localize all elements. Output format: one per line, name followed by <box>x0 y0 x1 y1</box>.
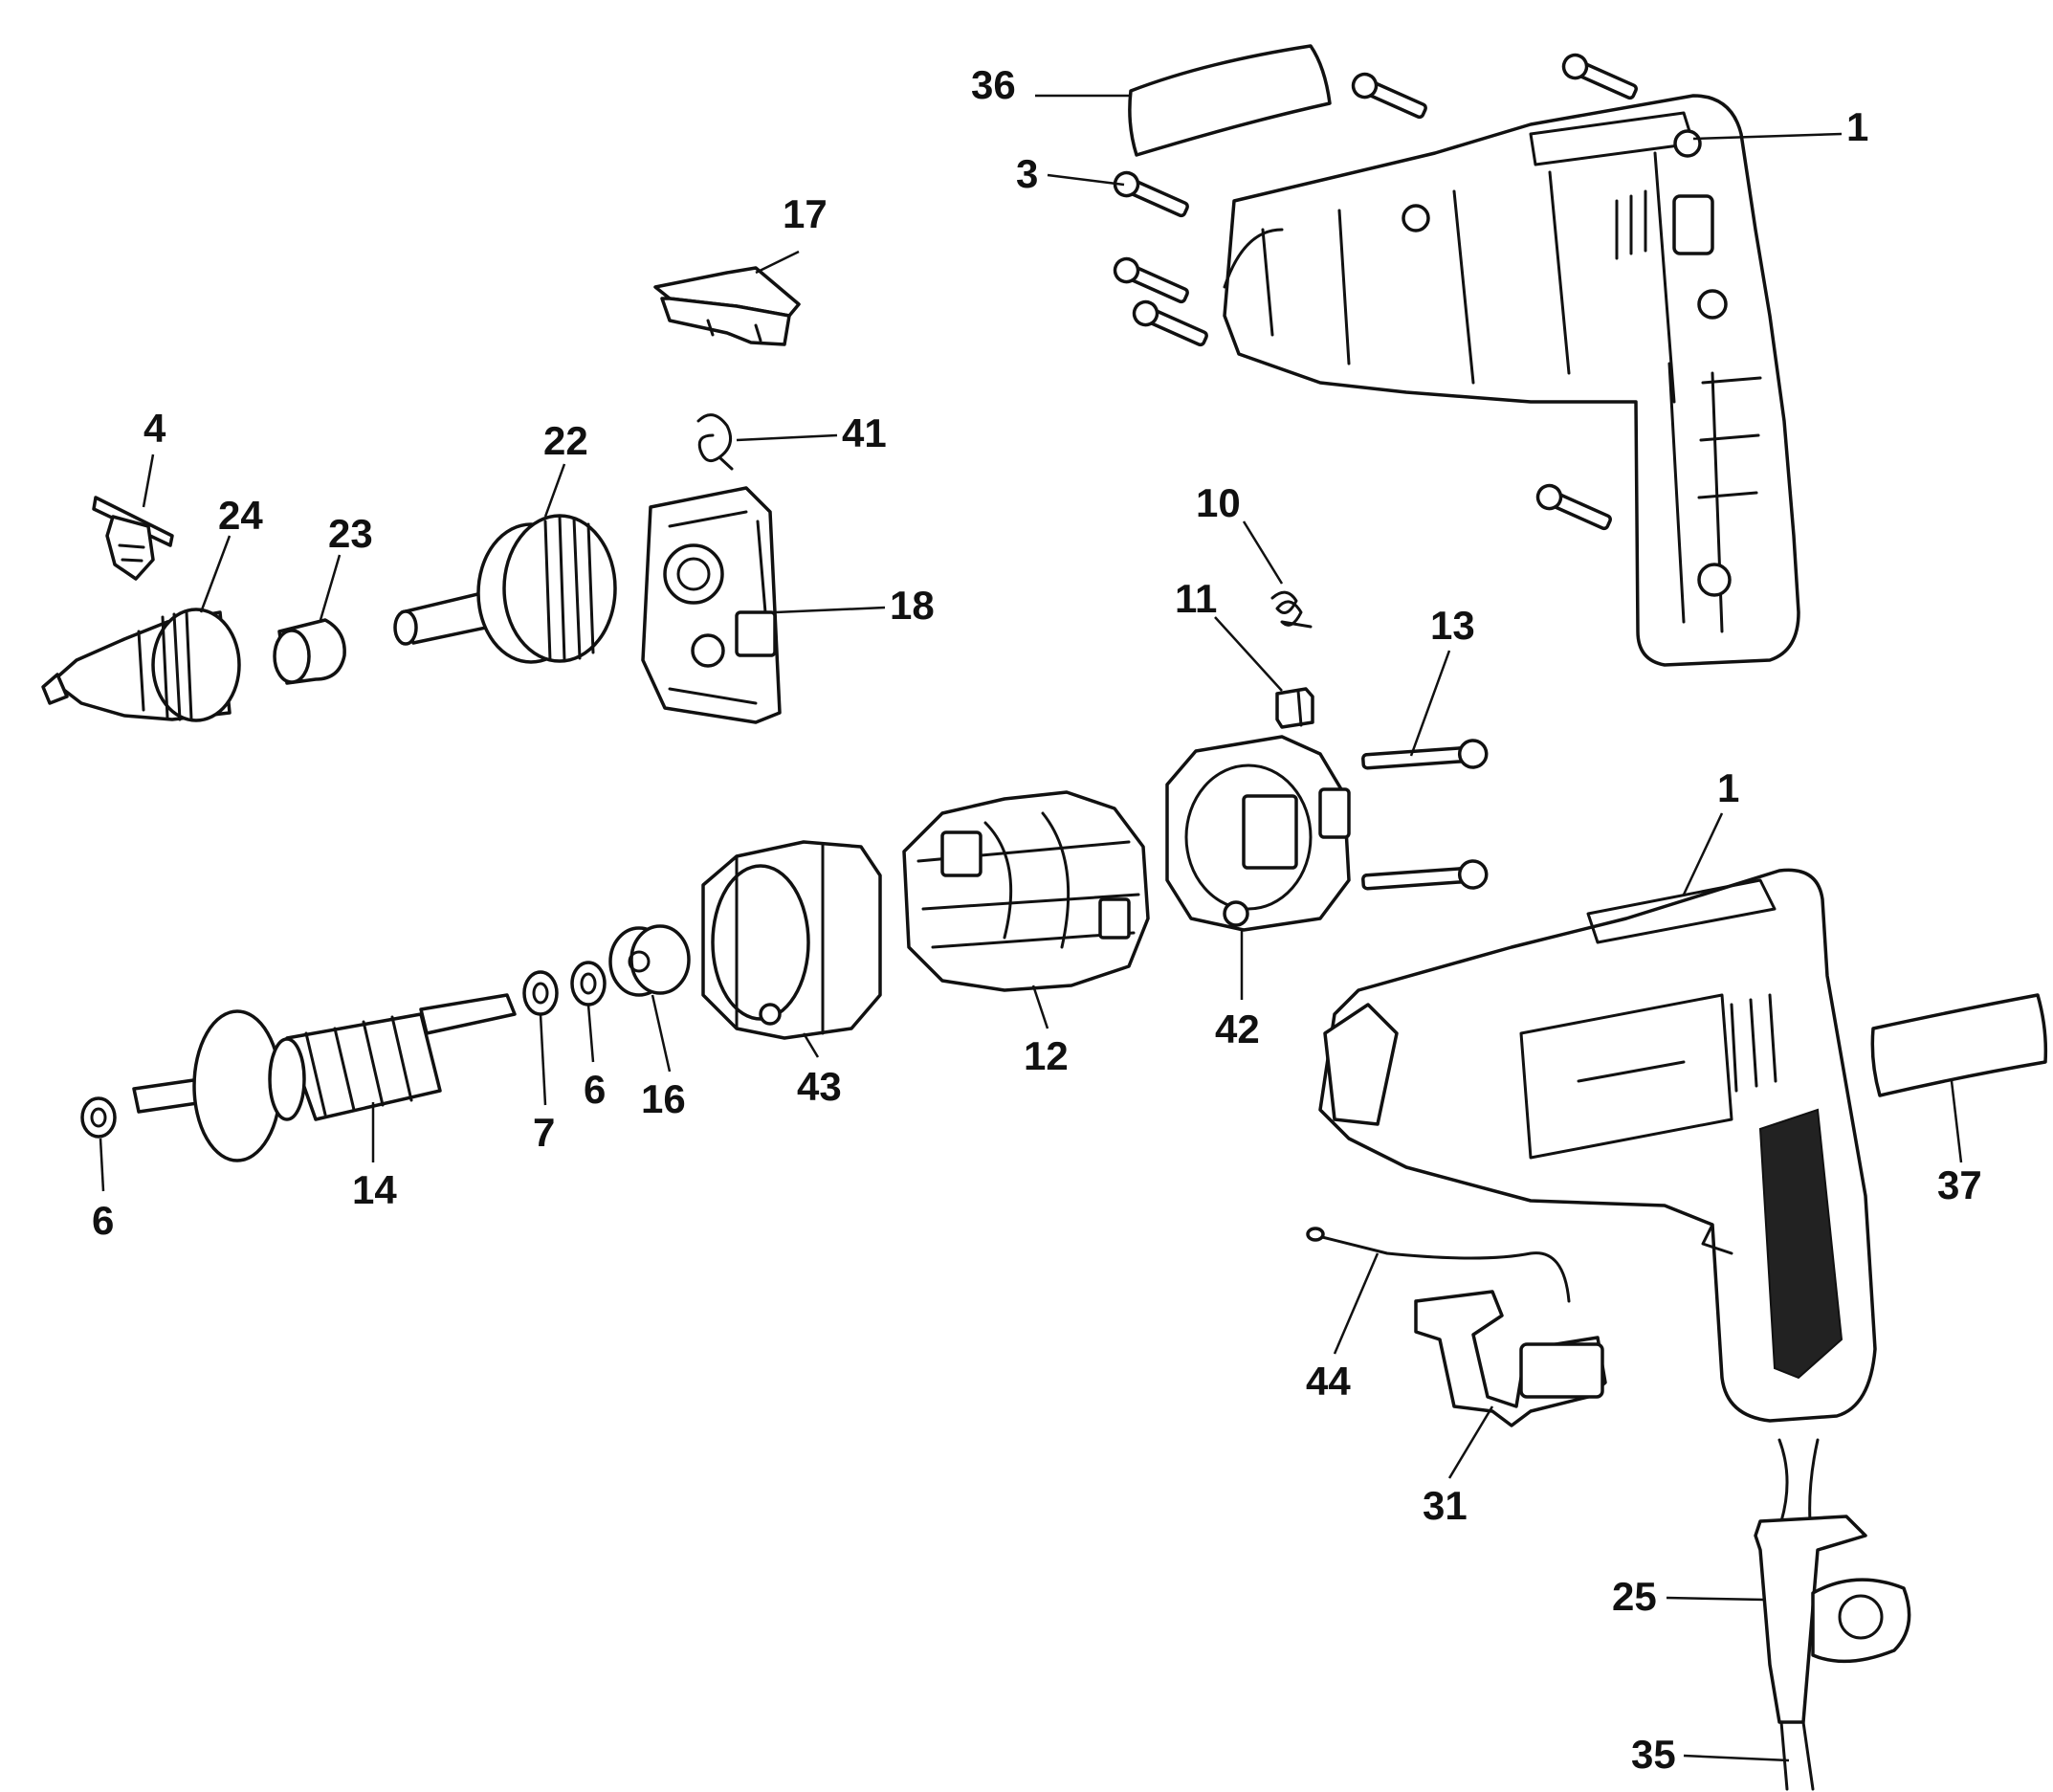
leader-11 <box>1214 616 1283 692</box>
callout-36: 36 <box>971 62 1016 107</box>
leader-4 <box>142 454 155 508</box>
callout-6-mid: 6 <box>584 1067 606 1112</box>
callout-14: 14 <box>352 1167 397 1212</box>
callout-12: 12 <box>1024 1033 1069 1078</box>
leader-41 <box>736 433 838 442</box>
callout-22: 22 <box>543 418 588 463</box>
leader-7 <box>539 1013 547 1106</box>
callout-18: 18 <box>890 583 935 628</box>
callout-3: 3 <box>1016 151 1038 196</box>
part-7-washer <box>522 970 559 1016</box>
callout-24: 24 <box>218 493 263 538</box>
leader-18 <box>774 606 886 614</box>
part-18-gear-plate <box>641 486 782 724</box>
part-12-field-stator <box>902 790 1150 992</box>
part-23-bearing-sleeve <box>273 618 346 685</box>
callout-4: 4 <box>143 406 166 451</box>
part-6-washer-left <box>80 1096 117 1139</box>
part-17-switch-slider <box>653 266 801 346</box>
part-10-spring <box>1270 590 1313 629</box>
leader-37 <box>1950 1080 1963 1163</box>
callout-35: 35 <box>1631 1732 1676 1777</box>
part-22-spindle-gear <box>393 514 617 664</box>
callout-17: 17 <box>783 191 828 236</box>
leader-1a <box>1692 132 1843 141</box>
callout-6-left: 6 <box>92 1198 114 1243</box>
callout-13: 13 <box>1430 603 1475 648</box>
callout-42: 42 <box>1215 1007 1260 1051</box>
part-6-washer-right <box>570 961 607 1007</box>
screws <box>1113 53 1638 531</box>
leader-lines <box>99 94 1963 1762</box>
callout-37: 37 <box>1937 1162 1982 1207</box>
callout-23: 23 <box>328 511 373 556</box>
callout-7: 7 <box>533 1110 555 1155</box>
leader-35 <box>1683 1754 1790 1762</box>
callout-25: 25 <box>1612 1574 1657 1619</box>
callout-44: 44 <box>1306 1359 1351 1404</box>
callout-1-bottom: 1 <box>1717 765 1739 810</box>
part-24-chuck <box>41 608 241 722</box>
part-1-housing-half-left <box>1223 94 1800 667</box>
leader-16 <box>651 994 672 1073</box>
leader-17 <box>755 250 800 275</box>
callout-11: 11 <box>1175 576 1217 621</box>
part-36-label <box>1128 44 1332 157</box>
part-4-chuck-key <box>92 496 174 581</box>
callout-10: 10 <box>1196 480 1241 525</box>
leader-43 <box>802 1032 820 1058</box>
part-1-housing-half-right <box>1318 868 1877 1423</box>
leader-22 <box>543 463 566 518</box>
part-43-baffle-ring <box>701 840 882 1040</box>
leader-6b <box>99 1138 105 1192</box>
part-16-bearing <box>608 924 691 997</box>
leader-25 <box>1666 1596 1766 1602</box>
leader-12 <box>1031 984 1049 1029</box>
callout-31: 31 <box>1423 1483 1468 1528</box>
part-11-carbon-brush <box>1275 687 1314 729</box>
leader-44 <box>1333 1252 1380 1355</box>
callout-43: 43 <box>797 1064 842 1109</box>
leader-3 <box>1047 173 1125 187</box>
callout-labels: 36 3 1 17 4 22 41 24 23 18 10 11 13 1 12… <box>92 62 1982 1777</box>
part-14-armature <box>132 993 517 1162</box>
leader-31 <box>1447 1405 1494 1479</box>
leader-10 <box>1242 520 1284 585</box>
part-13-long-screws <box>1361 739 1489 891</box>
leader-13 <box>1409 650 1451 757</box>
leader-6a <box>586 1004 595 1063</box>
part-35-power-cord <box>1779 1720 1815 1791</box>
part-44-wire <box>1306 1227 1571 1303</box>
part-41-spring-clip <box>696 413 734 471</box>
part-37-label <box>1870 993 2048 1097</box>
leader-24 <box>199 535 232 613</box>
callout-1-top: 1 <box>1846 104 1868 149</box>
callout-16: 16 <box>641 1076 686 1121</box>
leader-1b <box>1682 812 1724 896</box>
part-31-trigger-switch <box>1414 1290 1607 1427</box>
part-25-cord-guard <box>1754 1438 1911 1724</box>
callout-41: 41 <box>842 410 887 455</box>
part-42-brush-holder <box>1165 735 1351 932</box>
leader-23 <box>319 554 342 621</box>
